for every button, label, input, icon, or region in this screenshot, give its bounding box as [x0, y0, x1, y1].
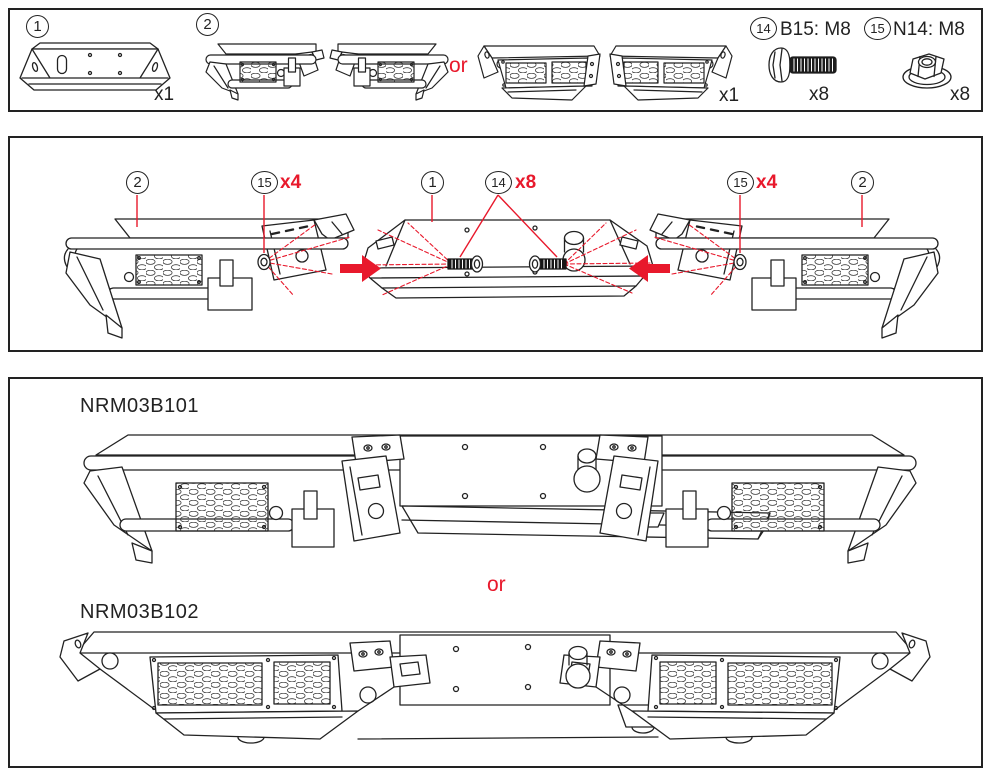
arrow-left-icon: [629, 255, 670, 282]
callout-leader-lines: [136, 194, 863, 258]
bumper-nrm03b102-drawing: [59, 631, 931, 744]
arrow-right-icon: [340, 255, 381, 282]
parts-list-panel: 1 x1 2: [8, 8, 983, 112]
parts-or-label: or: [449, 54, 468, 77]
part-14-badge: 14: [750, 17, 777, 40]
model-a-label: NRM03B101: [80, 395, 200, 417]
callout-right-nuts: 15: [727, 171, 754, 194]
callout-left-nuts: 15: [251, 171, 278, 194]
bolts-qty: x8: [515, 172, 537, 193]
part-15-badge: 15: [864, 17, 891, 40]
callout-bolts: 14: [485, 171, 512, 194]
part-15-spec: N14: M8: [893, 19, 965, 40]
part-14-qty: x8: [809, 84, 830, 105]
part-1-badge: 1: [26, 15, 49, 38]
bolt-icon: [768, 47, 837, 83]
part-15-qty: x8: [950, 84, 971, 105]
callout-right-end: 2: [851, 171, 874, 194]
flange-nut-icon: [902, 53, 952, 89]
model-b-label: NRM03B102: [80, 601, 200, 623]
callout-left-end: 2: [126, 171, 149, 194]
model-options-panel: NRM03B101: [8, 377, 983, 768]
models-or-label: or: [487, 573, 506, 596]
part-2-option-b-pair-drawing: [477, 45, 733, 101]
part-14-spec: B15: M8: [780, 19, 851, 40]
part-1-qty: x1: [154, 84, 175, 105]
bumper-nrm03b101-drawing: [83, 434, 917, 564]
assembly-step-drawing: [63, 194, 941, 340]
right-nuts-qty: x4: [756, 172, 778, 193]
part-1-skid-plate-drawing: [19, 42, 171, 91]
part-2-qty: x1: [719, 85, 740, 106]
assembly-step-panel: 2 15 x4 1 14 x8 15 x4 2: [8, 136, 983, 352]
part-2-badge: 2: [196, 13, 219, 36]
part-2-option-a-pair-drawing: [205, 42, 450, 102]
callout-center: 1: [421, 171, 444, 194]
left-nuts-qty: x4: [280, 172, 302, 193]
